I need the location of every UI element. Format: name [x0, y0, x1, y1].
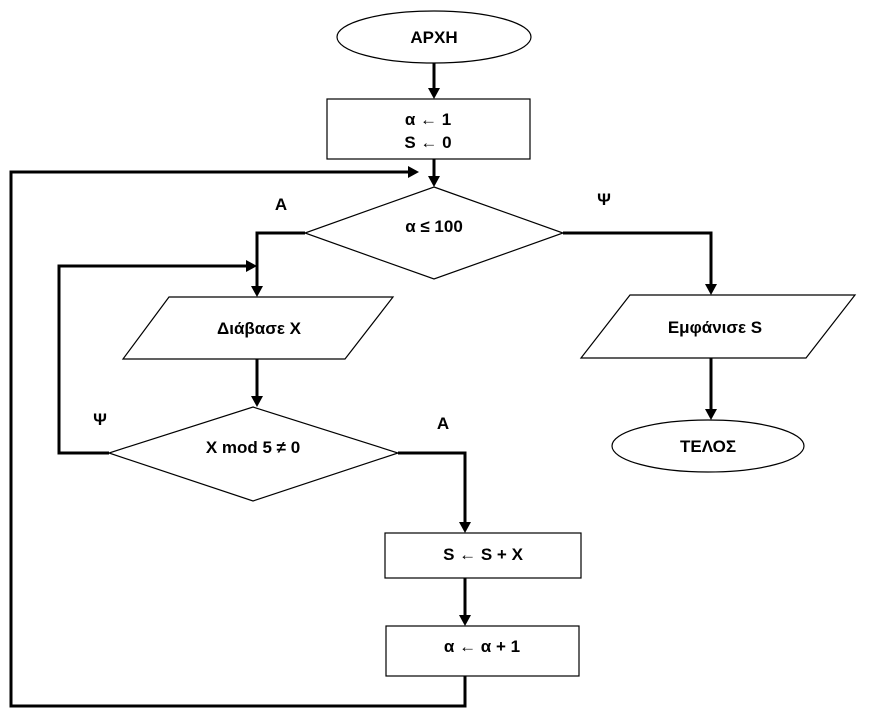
output-parallelogram [579, 294, 857, 359]
arrowhead-init-to-loop [428, 176, 440, 187]
arrowhead-loop-true-to-read [251, 286, 263, 297]
mod-condition-label: Χ mod 5 ≠ 0 [206, 438, 300, 457]
mod-decision-diamond [107, 406, 400, 502]
arrowhead-output-to-end [705, 409, 717, 420]
connector-loop-false-to-output [563, 231, 713, 284]
end-label: ΤΕΛΟΣ [680, 437, 736, 456]
connector-loop-true-to-read [255, 231, 305, 286]
arrowhead-mod-true-to-accumulate [459, 522, 471, 533]
read-input-parallelogram [121, 296, 395, 360]
read-input-label: Διάβασε Χ [217, 319, 302, 338]
start-label: ΑΡΧΗ [410, 28, 457, 47]
accumulate-label: S ← S + X [443, 545, 523, 564]
arrowhead-mod-false-loop-back [246, 260, 257, 272]
connector-mod-true-to-accumulate [398, 451, 467, 522]
accumulate-process-box [384, 532, 582, 579]
increment-process-box [385, 625, 580, 677]
mod-false-branch-label: Ψ [93, 410, 107, 429]
loop-true-branch-label: Α [275, 195, 287, 214]
arrowhead-start-to-init [428, 88, 440, 99]
init-process-box [326, 98, 531, 160]
init-line2: S ← 0 [404, 133, 451, 152]
loop-condition-label: α ≤ 100 [405, 217, 463, 236]
arrowhead-loop-false-to-output [705, 284, 717, 295]
loop-decision-diamond [303, 186, 565, 280]
arrowhead-accumulate-to-increment [459, 615, 471, 626]
increment-label: α ← α + 1 [444, 637, 520, 656]
loop-false-branch-label: Ψ [597, 190, 611, 209]
arrowhead-increment-loop-back [408, 166, 419, 178]
mod-true-branch-label: Α [437, 414, 449, 433]
arrowhead-read-to-mod [251, 396, 263, 407]
end-terminal [611, 419, 805, 473]
connector-increment-loop-back [9, 170, 467, 708]
init-line1: α ← 1 [405, 110, 451, 129]
output-label: Εμφάνισε S [668, 318, 762, 337]
connector-mod-false-loop-back [57, 264, 246, 455]
